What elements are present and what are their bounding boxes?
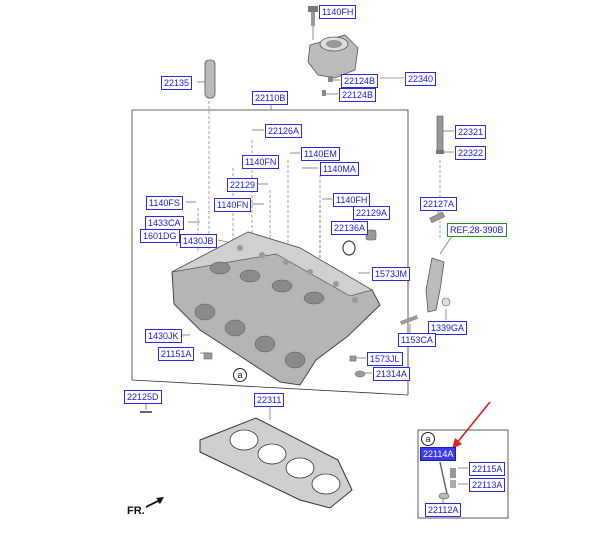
label-22340[interactable]: 22340 [405,72,437,86]
label-1430JK[interactable]: 1430JK [145,329,182,343]
bolt-1153CA [399,315,419,325]
label-1433CA[interactable]: 1433CA [145,216,184,230]
label-22126A[interactable]: 22126A [265,124,303,138]
dashed-guides [197,96,441,265]
label-1140FH-mid[interactable]: 1140FH [333,193,371,207]
label-22112A[interactable]: 22112A [425,503,462,517]
label-21151A[interactable]: 21151A [158,347,195,361]
callout-a-detail: a [421,432,435,446]
label-22113A[interactable]: 22113A [469,478,506,492]
label-22124B-2[interactable]: 22124B [339,88,377,102]
highlight-arrow [452,401,491,449]
label-1140FN-2[interactable]: 1140FN [214,198,252,212]
label-1140EM[interactable]: 1140EM [301,147,340,161]
bracket-ref [425,235,453,313]
callout-a-main: a [233,368,247,382]
label-1339GA[interactable]: 1339GA [428,321,468,335]
label-22115A[interactable]: 22115A [469,462,506,476]
label-1140FH-top[interactable]: 1140FH [319,5,357,19]
label-1140FN-1[interactable]: 1140FN [242,155,280,169]
cap-22129A [365,229,377,241]
label-1573JM[interactable]: 1573JM [372,267,411,281]
label-22321[interactable]: 22321 [455,125,487,139]
assembly-frame-bottom [131,379,409,396]
head-gasket [199,417,353,509]
front-direction-label: FR. [127,505,145,517]
dowels [203,352,366,378]
label-22114A[interactable]: 22114A [420,447,457,461]
label-22125D[interactable]: 22125D [124,390,162,404]
label-1140MA[interactable]: 1140MA [320,162,359,176]
oring-22136A [342,240,356,256]
valve-detail [438,461,456,500]
label-22322[interactable]: 22322 [455,146,487,160]
bolt-top [308,6,318,26]
bolt-22127A [429,211,445,224]
label-22136A[interactable]: 22136A [331,221,369,235]
detail-box [417,429,509,519]
label-1153CA[interactable]: 1153CA [398,333,436,347]
label-1601DG[interactable]: 1601DG [140,229,180,243]
label-22127A[interactable]: 22127A [420,197,458,211]
tube-22135 [204,59,216,99]
stud-22321 [436,115,444,154]
label-1430JB[interactable]: 1430JB [180,234,217,248]
label-22129A[interactable]: 22129A [353,206,391,220]
label-22124B-1[interactable]: 22124B [341,74,379,88]
label-22135[interactable]: 22135 [161,76,193,90]
cylinder-head [171,231,381,386]
label-1573JL[interactable]: 1573JL [367,352,403,366]
assembly-frame [131,109,409,395]
label-21314A[interactable]: 21314A [373,367,411,381]
label-22129[interactable]: 22129 [227,178,259,192]
front-arrow-icon [146,497,164,508]
label-ref-28-390B[interactable]: REF.28-390B [447,223,507,237]
label-1140FS[interactable]: 1140FS [146,196,183,210]
label-22311[interactable]: 22311 [254,393,285,407]
label-22110B[interactable]: 22110B [252,91,289,105]
